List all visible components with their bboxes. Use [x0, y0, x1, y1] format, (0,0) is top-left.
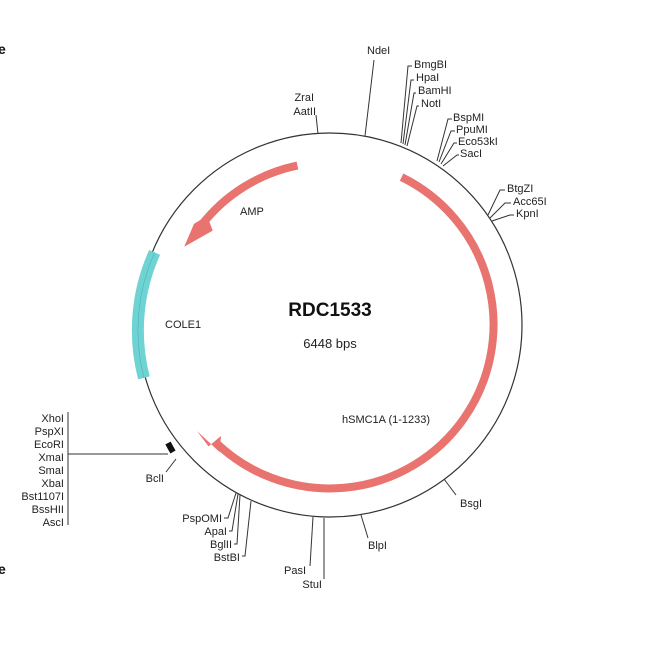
site-pspxi: PspXI [35, 426, 64, 438]
site-bspmi: BspMI [453, 112, 484, 124]
zrai-aatii-leader [315, 114, 319, 135]
bmgbi-leader [400, 65, 412, 144]
cole1-feature [131, 249, 161, 380]
site-zrai: ZraI [294, 92, 314, 104]
site-btgzi: BtgZI [507, 183, 533, 195]
hsmc1a-label: hSMC1A (1-1233) [342, 414, 430, 426]
bamhi-leader [404, 92, 416, 146]
cole1-outline [137, 252, 155, 378]
site-apai: ApaI [204, 526, 227, 538]
blpi-leader [360, 514, 369, 539]
bspmi-leader [436, 118, 452, 162]
site-xhoi: XhoI [41, 413, 64, 425]
hpai-leader [402, 79, 414, 145]
btgzi-leader [487, 189, 505, 216]
pasi-leader [309, 516, 314, 567]
site-xmai: XmaI [38, 452, 64, 464]
amp-arrowhead [184, 215, 213, 247]
bcli-site-marker [165, 441, 176, 454]
site-bstbi: BstBI [214, 552, 240, 564]
site-bst1107i: Bst1107I [21, 491, 64, 503]
site-blpi: BlpI [368, 540, 387, 552]
hsmc1a-arrowhead [197, 431, 221, 452]
cole1-label: COLE1 [165, 319, 201, 331]
site-bcli: BclI [146, 473, 164, 485]
site-acc65i: Acc65I [513, 196, 547, 208]
amp-arrow-body [197, 161, 299, 229]
site-noti: NotI [421, 98, 441, 110]
apai-leader [229, 493, 239, 532]
eco53ki-leader [440, 142, 457, 165]
site-ndei: NdeI [367, 45, 390, 57]
edge-fragment-top: e [0, 41, 6, 57]
site-bamhi: BamHI [418, 85, 452, 97]
bsgi-leader [443, 478, 457, 496]
site-xbai: XbaI [41, 478, 64, 490]
site-kpni: KpnI [516, 208, 539, 220]
bcli-leader [165, 458, 177, 473]
site-ecori: EcoRI [34, 439, 64, 451]
plasmid-size: 6448 bps [303, 336, 357, 351]
site-bglii: BglII [210, 539, 232, 551]
site-saci: SacI [460, 148, 482, 160]
noti-leader [406, 105, 419, 147]
site-pasi: PasI [284, 565, 306, 577]
site-ppumi: PpuMI [456, 124, 488, 136]
bstbi-leader [242, 500, 252, 557]
site-aatii: AatII [293, 106, 316, 118]
site-asci: AscI [43, 517, 64, 529]
edge-fragment-bottom: e [0, 561, 6, 577]
saci-leader [442, 154, 459, 167]
kpni-leader [491, 214, 514, 222]
bglii-leader [234, 494, 241, 545]
site-stui: StuI [302, 579, 322, 591]
acc65i-leader [489, 202, 511, 219]
site-bsshii: BssHII [32, 504, 64, 516]
site-eco53ki: Eco53kI [458, 136, 498, 148]
pspomi-leader [224, 492, 237, 519]
site-hpai: HpaI [416, 72, 439, 84]
site-smai: SmaI [38, 465, 64, 477]
amp-label: AMP [240, 206, 264, 218]
site-pspomi: PspOMI [182, 513, 222, 525]
ppumi-leader [438, 130, 455, 163]
ndei-leader [364, 59, 375, 137]
site-bmgbi: BmgBI [414, 59, 447, 71]
site-bsgi: BsgI [460, 498, 482, 510]
hsmc1a-arrow-body [212, 173, 498, 493]
plasmid-name: RDC1533 [288, 300, 371, 321]
